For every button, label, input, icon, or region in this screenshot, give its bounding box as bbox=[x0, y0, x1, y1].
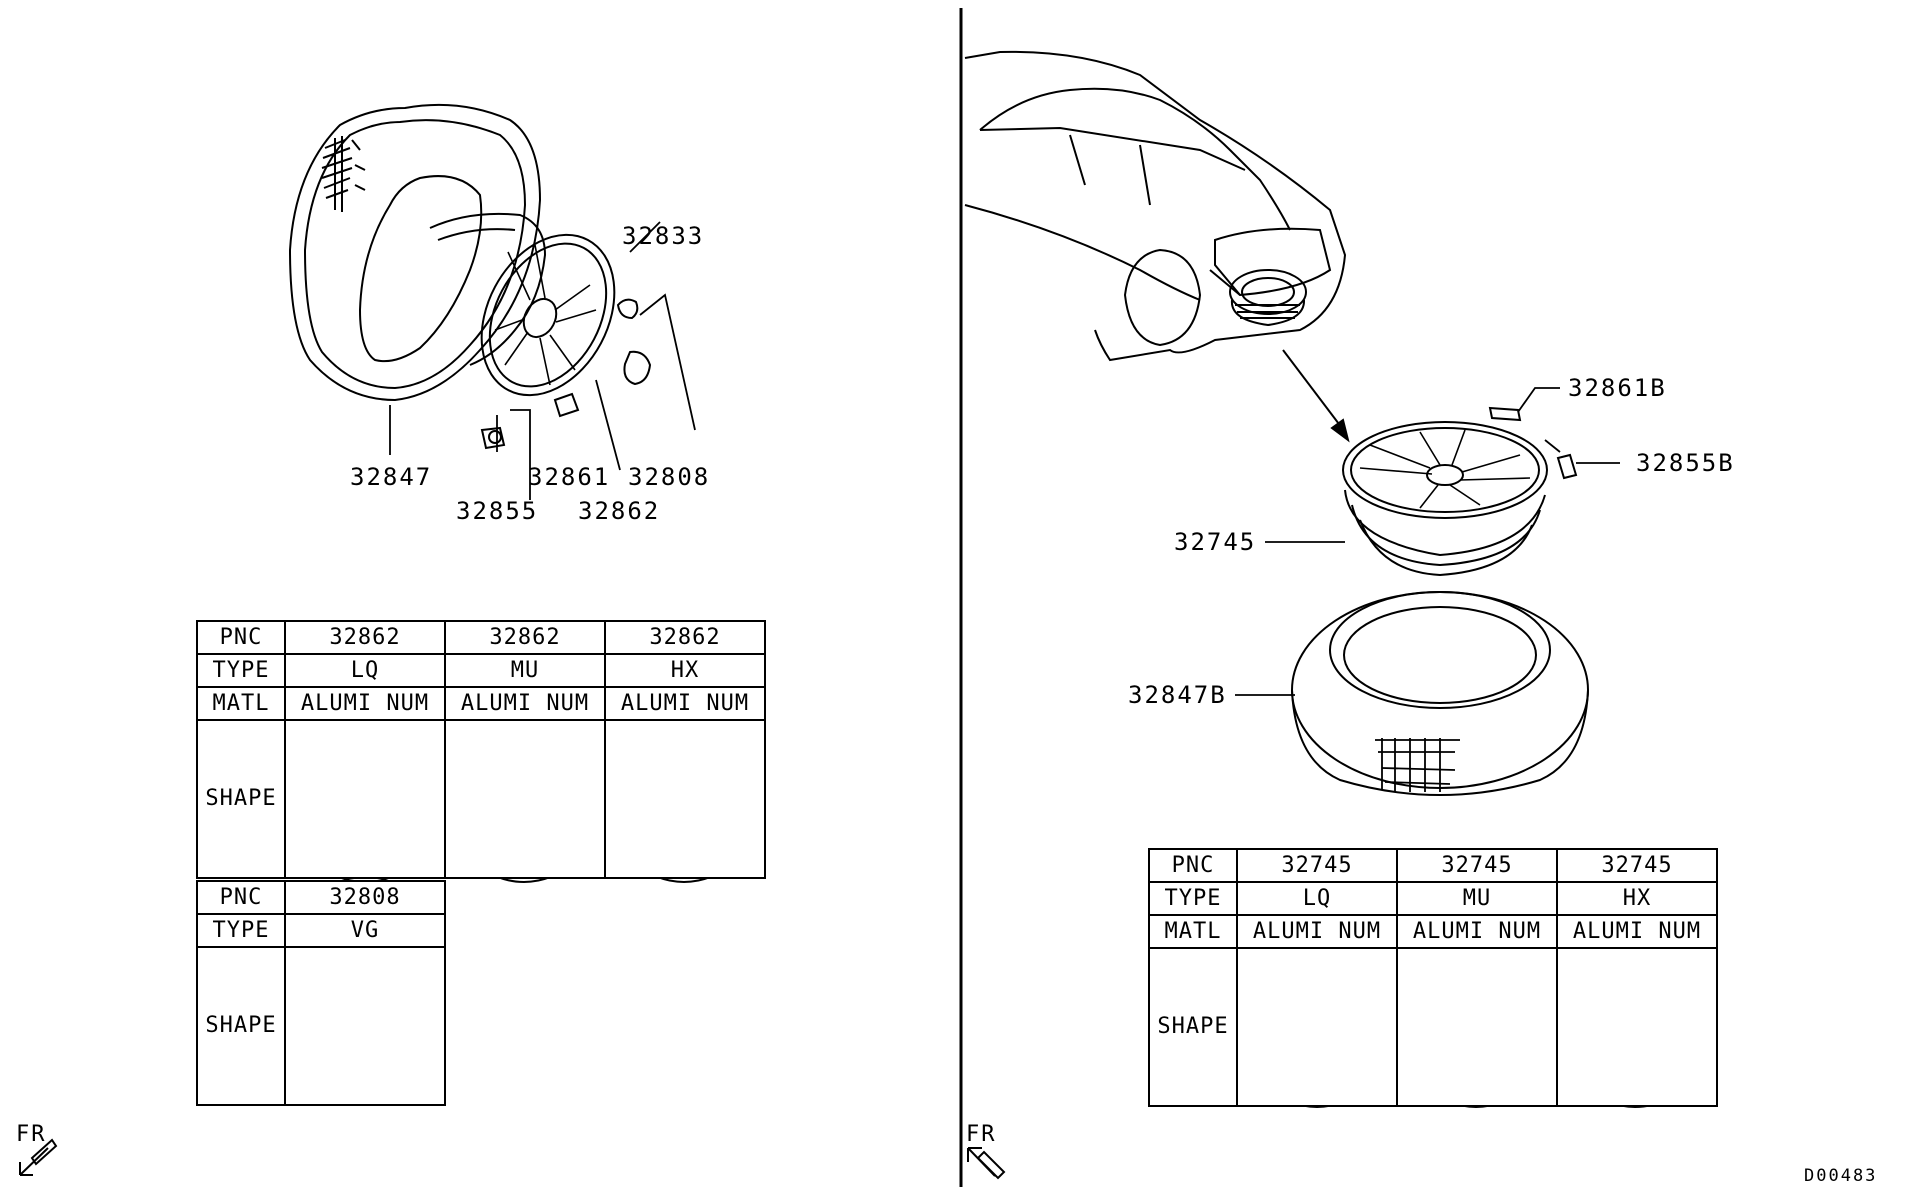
callout-32847: 32847 bbox=[350, 463, 433, 491]
shape-cell bbox=[604, 719, 766, 879]
shape-cell bbox=[444, 719, 606, 879]
matl-value: ALUMI NUM bbox=[284, 686, 446, 721]
type-value: LQ bbox=[284, 653, 446, 688]
matl-value: ALUMI NUM bbox=[604, 686, 766, 721]
shape-cell bbox=[284, 719, 446, 879]
shape-cell bbox=[1556, 947, 1718, 1107]
left-wheel-table: PNC 32862 32862 32862 TYPE LQ MU HX MATL… bbox=[196, 620, 766, 879]
pnc-label: PNC bbox=[196, 880, 286, 915]
type-value: HX bbox=[604, 653, 766, 688]
pnc-value: 32862 bbox=[284, 620, 446, 655]
right-wheel-table: PNC 32745 32745 32745 TYPE LQ MU HX MATL… bbox=[1148, 848, 1718, 1107]
type-label: TYPE bbox=[196, 653, 286, 688]
type-value: MU bbox=[444, 653, 606, 688]
type-label: TYPE bbox=[196, 913, 286, 948]
fr-arrow-left bbox=[19, 1138, 58, 1176]
callout-32861: 32861 bbox=[528, 463, 611, 491]
fr-label-left: FR bbox=[16, 1122, 47, 1147]
shape-label: SHAPE bbox=[1148, 947, 1238, 1107]
pnc-label: PNC bbox=[1148, 848, 1238, 883]
callout-32808: 32808 bbox=[628, 463, 711, 491]
pnc-label: PNC bbox=[196, 620, 286, 655]
matl-label: MATL bbox=[196, 686, 286, 721]
callout-32861B: 32861B bbox=[1568, 374, 1667, 402]
matl-value: ALUMI NUM bbox=[444, 686, 606, 721]
shape-label: SHAPE bbox=[196, 946, 286, 1106]
drawing-code: D00483 bbox=[1804, 1166, 1878, 1186]
type-value: LQ bbox=[1236, 881, 1398, 916]
type-value: VG bbox=[284, 913, 446, 948]
callout-32847B: 32847B bbox=[1128, 681, 1227, 709]
callout-32862: 32862 bbox=[578, 497, 661, 525]
shape-cell bbox=[284, 946, 446, 1106]
callout-32833: 32833 bbox=[622, 222, 705, 250]
pnc-value: 32745 bbox=[1556, 848, 1718, 883]
callout-32855B: 32855B bbox=[1636, 449, 1735, 477]
fr-label-right: FR bbox=[966, 1122, 997, 1147]
fr-arrow-right bbox=[967, 1147, 1006, 1180]
type-label: TYPE bbox=[1148, 881, 1238, 916]
callout-32745: 32745 bbox=[1174, 528, 1257, 556]
vehicle-spare-tire-illustration bbox=[964, 50, 1620, 796]
matl-value: ALUMI NUM bbox=[1396, 914, 1558, 949]
type-value: HX bbox=[1556, 881, 1718, 916]
shape-cell bbox=[1236, 947, 1398, 1107]
type-value: MU bbox=[1396, 881, 1558, 916]
pnc-value: 32745 bbox=[1236, 848, 1398, 883]
matl-value: ALUMI NUM bbox=[1556, 914, 1718, 949]
pnc-value: 32862 bbox=[604, 620, 766, 655]
left-cap-table: PNC 32808 TYPE VG SHAPE bbox=[196, 880, 446, 1106]
shape-cell bbox=[1396, 947, 1558, 1107]
pnc-value: 32862 bbox=[444, 620, 606, 655]
pnc-value: 32808 bbox=[284, 880, 446, 915]
tire-wheel-assembly-illustration bbox=[288, 103, 696, 500]
callout-32855: 32855 bbox=[456, 497, 539, 525]
pnc-value: 32745 bbox=[1396, 848, 1558, 883]
matl-value: ALUMI NUM bbox=[1236, 914, 1398, 949]
shape-label: SHAPE bbox=[196, 719, 286, 879]
matl-label: MATL bbox=[1148, 914, 1238, 949]
